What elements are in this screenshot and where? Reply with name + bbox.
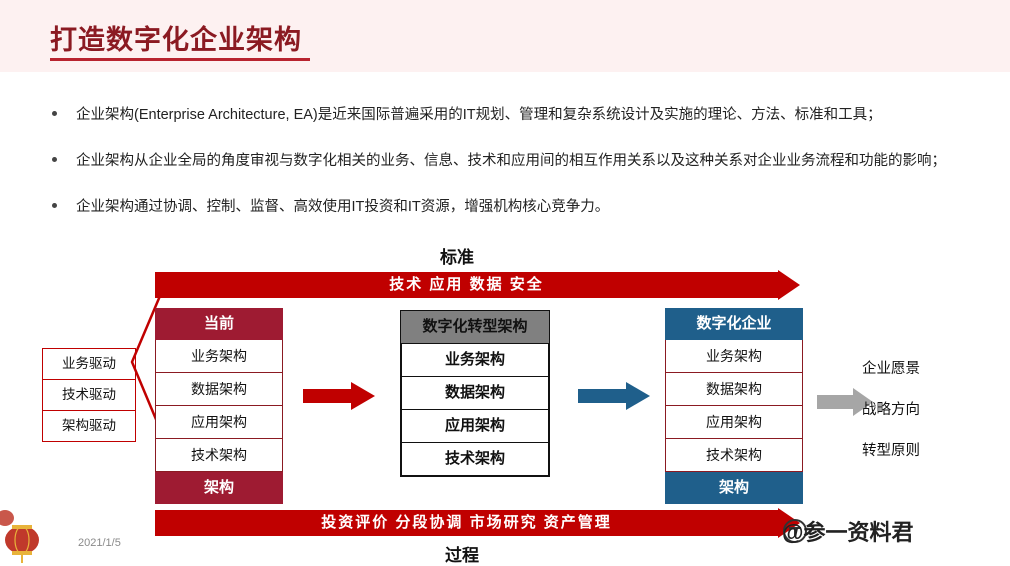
bullet-item: 企业架构(Enterprise Architecture, EA)是近来国际普遍…: [44, 100, 984, 130]
stack-transform-row: 数据架构: [400, 377, 550, 410]
stack-digital-row: 技术架构: [665, 439, 803, 472]
stack-digital-row: 数据架构: [665, 373, 803, 406]
outcome-item: 转型原则: [862, 443, 920, 459]
title-underline: [50, 58, 310, 61]
arrow-body: [303, 389, 351, 403]
outcome-item: 企业愿景: [862, 361, 920, 377]
outcome-item: 战略方向: [862, 402, 920, 418]
top-arrow-body: [155, 272, 778, 298]
stack-digital-header: 数字化企业: [665, 308, 803, 340]
bullet-text: 企业架构从企业全局的角度审视与数字化相关的业务、信息、技术和应用间的相互作用关系…: [76, 153, 946, 169]
stack-transform-row: 业务架构: [400, 344, 550, 377]
top-arrow-head-icon: [778, 270, 800, 300]
arrow-current-to-transform: [303, 382, 375, 410]
standard-label: 标准: [440, 248, 474, 267]
bullet-list: 企业架构(Enterprise Architecture, EA)是近来国际普遍…: [44, 100, 984, 238]
bullet-item: 企业架构从企业全局的角度审视与数字化相关的业务、信息、技术和应用间的相互作用关系…: [44, 146, 984, 176]
bullet-text: 企业架构(Enterprise Architecture, EA)是近来国际普遍…: [76, 107, 882, 123]
page-title: 打造数字化企业架构: [50, 25, 302, 55]
stack-transform: 数字化转型架构 业务架构 数据架构 应用架构 技术架构: [400, 310, 550, 477]
stack-current-header: 当前: [155, 308, 283, 340]
bullet-dot-icon: [52, 157, 57, 162]
bottom-arrow-body: [155, 510, 778, 536]
process-label: 过程: [445, 546, 479, 565]
stack-current: 当前 业务架构 数据架构 应用架构 技术架构 架构: [155, 308, 283, 504]
toutiao-logo-icon: [783, 519, 807, 543]
stack-transform-header: 数字化转型架构: [400, 310, 550, 344]
arrow-head-icon: [351, 382, 375, 410]
bottom-arrow-text: 投资评价 分段协调 市场研究 资产管理: [321, 514, 612, 531]
arrow-head-icon: [626, 382, 650, 410]
stack-current-row: 应用架构: [155, 406, 283, 439]
stack-current-row: 数据架构: [155, 373, 283, 406]
bullet-text: 企业架构通过协调、控制、监督、高效使用IT投资和IT资源，增强机构核心竞争力。: [76, 199, 610, 215]
arrow-head-icon: [853, 388, 873, 416]
stack-digital-row: 应用架构: [665, 406, 803, 439]
arrow-digital-to-outcomes: [817, 388, 873, 416]
driver-item: 技术驱动: [43, 380, 135, 411]
bullet-dot-icon: [52, 203, 57, 208]
stack-transform-row: 应用架构: [400, 410, 550, 443]
top-arrow-text: 技术 应用 数据 安全: [389, 276, 544, 293]
bottom-arrow-bar: 投资评价 分段协调 市场研究 资产管理: [155, 508, 800, 538]
slide-date: 2021/1/5: [78, 537, 121, 549]
stack-current-row: 技术架构: [155, 439, 283, 472]
driver-item: 架构驱动: [62, 418, 116, 433]
arrow-body: [578, 389, 626, 403]
stack-transform-row: 技术架构: [400, 443, 550, 477]
bullet-dot-icon: [52, 111, 57, 116]
stack-digital-footer: 架构: [665, 472, 803, 504]
drivers-box: 业务驱动 技术驱动 架构驱动: [42, 348, 136, 442]
stack-current-row: 业务架构: [155, 340, 283, 373]
watermark-text: @参一资料君: [782, 520, 914, 545]
bullet-item: 企业架构通过协调、控制、监督、高效使用IT投资和IT资源，增强机构核心竞争力。: [44, 192, 984, 222]
stack-digital-row: 业务架构: [665, 340, 803, 373]
arrow-transform-to-digital: [578, 382, 650, 410]
arrow-body: [817, 395, 853, 409]
stack-digital: 数字化企业 业务架构 数据架构 应用架构 技术架构 架构: [665, 308, 803, 504]
stack-current-footer: 架构: [155, 472, 283, 504]
top-arrow-bar: 技术 应用 数据 安全: [155, 270, 800, 300]
outcomes-list: 企业愿景 战略方向 转型原则: [862, 357, 920, 480]
driver-item: 业务驱动: [43, 349, 135, 380]
lantern-decoration-icon: [0, 510, 39, 563]
